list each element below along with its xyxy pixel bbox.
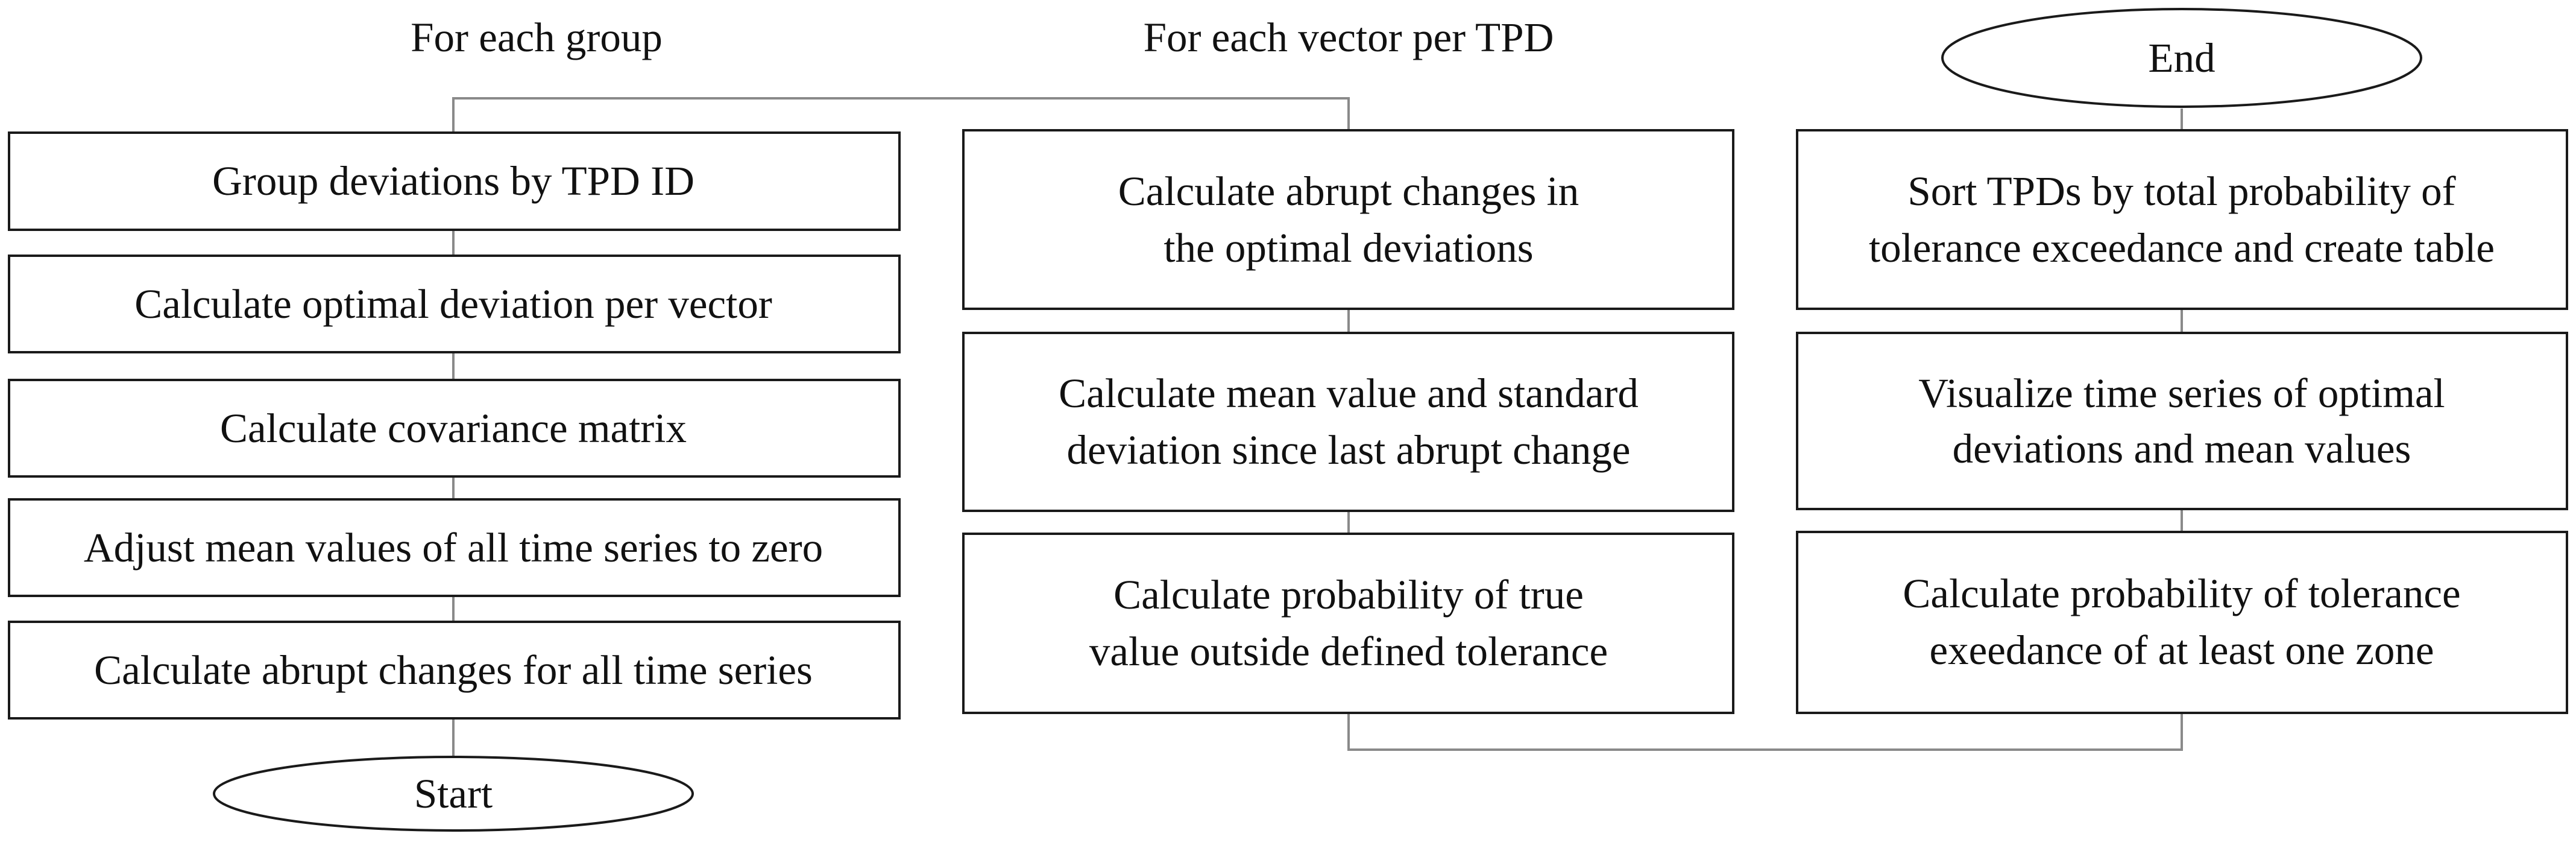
process-label-line-1: Sort TPDs by total probability of: [1907, 168, 2455, 214]
process-label-line-2: value outside defined tolerance: [1089, 628, 1608, 674]
process-label-line-2: tolerance exceedance and create table: [1869, 225, 2495, 271]
process-box-abrupt-changes-optimal: Calculate abrupt changes in the optimal …: [962, 129, 1734, 310]
end-label: End: [2148, 35, 2215, 81]
process-label-line-2: exeedance of at least one zone: [1929, 627, 2434, 673]
start-label: Start: [414, 771, 493, 817]
process-box-abrupt-changes-all: Calculate abrupt changes for all time se…: [8, 621, 901, 720]
end-terminal: End: [1941, 8, 2422, 108]
connectors: [452, 97, 2183, 757]
column-output: Sort TPDs by total probability of tolera…: [1796, 129, 2568, 714]
process-label-line-2: deviations and mean values: [1953, 426, 2411, 472]
connector-top-bracket: [452, 97, 1350, 133]
process-label-line-1: Calculate probability of true: [1113, 572, 1584, 618]
process-box-visualize-time-series: Visualize time series of optimal deviati…: [1796, 332, 2568, 510]
process-box-group-deviations: Group deviations by TPD ID: [8, 131, 901, 231]
process-label: Adjust mean values of all time series to…: [84, 525, 823, 571]
heading-for-each-vector: For each vector per TPD: [1144, 14, 1554, 60]
process-box-probability-tolerance: Calculate probability of tolerance exeed…: [1796, 531, 2568, 714]
process-label-line-1: Calculate probability of tolerance: [1903, 571, 2460, 616]
process-box-sort-tpds: Sort TPDs by total probability of tolera…: [1796, 129, 2568, 310]
process-label-line-1: Visualize time series of optimal: [1918, 370, 2445, 416]
process-box-mean-std: Calculate mean value and standard deviat…: [962, 332, 1734, 512]
process-label: Group deviations by TPD ID: [212, 158, 694, 204]
heading-for-each-group: For each group: [411, 14, 663, 60]
process-box-adjust-mean: Adjust mean values of all time series to…: [8, 498, 901, 597]
process-label: Calculate abrupt changes for all time se…: [94, 647, 813, 693]
process-label-line-2: deviation since last abrupt change: [1066, 427, 1630, 473]
process-label-line-2: the optimal deviations: [1164, 225, 1533, 271]
process-box-optimal-deviation: Calculate optimal deviation per vector: [8, 255, 901, 353]
start-terminal: Start: [213, 756, 694, 832]
process-label: Calculate covariance matrix: [220, 405, 687, 451]
process-box-probability-true-value: Calculate probability of true value outs…: [962, 533, 1734, 714]
process-box-covariance-matrix: Calculate covariance matrix: [8, 379, 901, 478]
process-label-line-1: Calculate abrupt changes in: [1118, 168, 1579, 214]
process-label: Calculate optimal deviation per vector: [134, 281, 772, 327]
column-group: Group deviations by TPD ID Calculate opt…: [8, 131, 901, 720]
column-vector: Calculate abrupt changes in the optimal …: [962, 129, 1734, 714]
process-label-line-1: Calculate mean value and standard: [1059, 370, 1639, 416]
connector-bottom-bracket: [1347, 713, 2183, 751]
